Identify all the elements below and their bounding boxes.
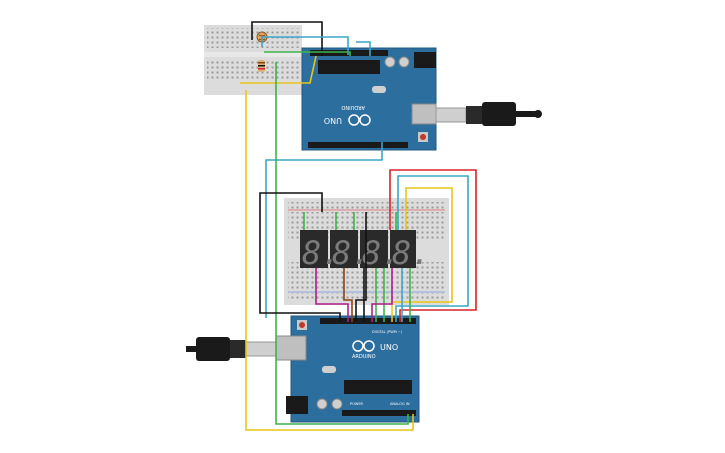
display-digit-2: 8. — [332, 234, 371, 272]
wire-black-frame[interactable] — [259, 192, 341, 322]
wires — [240, 21, 477, 431]
digital-header-label: DIGITAL (PWM ~) — [372, 330, 403, 334]
wire-green-top[interactable] — [264, 51, 351, 56]
wire-magenta-2[interactable] — [371, 268, 393, 322]
usb-cable-icon — [435, 102, 542, 126]
wire-brown[interactable] — [343, 268, 353, 322]
arduino-uno-bottom[interactable]: UNO ARDUINO DIGITAL (PWM ~) POWER ANALOG… — [275, 315, 420, 423]
wire-yellow-long[interactable] — [245, 90, 414, 431]
wire-red[interactable] — [389, 169, 477, 322]
resistor-icon[interactable] — [258, 60, 265, 72]
power-header-label: POWER — [350, 402, 364, 406]
arduino-uno-top[interactable]: UNO ARDUINO — [301, 47, 437, 151]
board-model-label: UNO — [380, 343, 398, 352]
display-digit-3: 8. — [362, 234, 401, 272]
wire-yellow-right[interactable] — [391, 187, 453, 322]
seven-segment-display: 8. 8. 8. 8. — [300, 230, 431, 272]
analog-header-label: ANALOG IN — [390, 402, 410, 406]
wire-black-top[interactable] — [251, 21, 323, 56]
infinity-logo-icon — [352, 340, 375, 352]
wire-black-2[interactable] — [355, 212, 367, 322]
board-brand-label: ARDUINO — [341, 104, 365, 110]
wire-cyan-right[interactable] — [395, 175, 469, 322]
small-breadboard[interactable] — [204, 25, 302, 95]
display-digit-4: 8. — [392, 234, 431, 272]
wire-cyan-long[interactable] — [265, 142, 383, 318]
infinity-logo-icon — [348, 114, 371, 126]
wire-yellow-top[interactable] — [240, 55, 317, 84]
usb-cable-icon — [186, 337, 277, 361]
wire-cyan-top[interactable] — [261, 36, 349, 55]
display-digit-1: 8. — [302, 234, 341, 272]
wire-cyan-top2[interactable] — [356, 41, 371, 56]
board-model-label: UNO — [324, 116, 342, 125]
board-brand-label: ARDUINO — [352, 354, 376, 360]
wire-green-long[interactable] — [275, 62, 409, 425]
wire-magenta[interactable] — [315, 268, 349, 322]
